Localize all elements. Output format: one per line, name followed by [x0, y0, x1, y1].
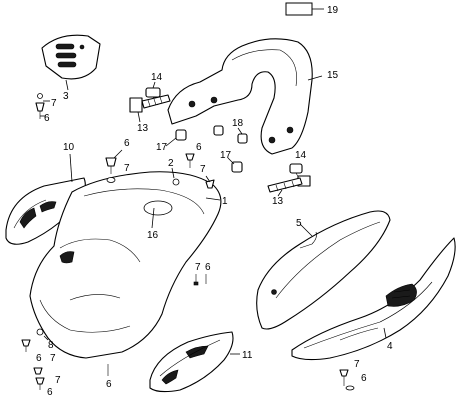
callout-6b: 6: [196, 142, 202, 153]
callout-17b: 17: [220, 150, 232, 161]
screw-set-lower-left: 8 6 7 7 6 6: [21, 328, 112, 398]
part-19-label-box: 19: [285, 2, 339, 16]
callout-19: 19: [327, 5, 339, 16]
callout-7f: 7: [55, 375, 61, 386]
callout-7a: 7: [51, 98, 57, 109]
callout-14a: 14: [151, 72, 163, 83]
callout-6d: 6: [205, 262, 211, 273]
spacer-set: 17 18 17: [156, 118, 248, 173]
callout-13b: 13: [272, 196, 284, 207]
callout-6g: 6: [106, 379, 112, 390]
callout-4: 4: [387, 341, 393, 352]
callout-6h: 6: [361, 373, 367, 384]
callout-8: 8: [48, 340, 54, 351]
callout-7c: 7: [124, 163, 130, 174]
part-5-long-side-cover: 5: [256, 210, 391, 330]
callout-10: 10: [63, 142, 75, 153]
part-15-grab-rail: 15: [167, 38, 339, 155]
bolt-set-right: 14 13: [267, 150, 311, 207]
screw-set-body-top: 2 6 7: [168, 142, 215, 189]
callout-3: 3: [63, 91, 69, 102]
callout-18: 18: [232, 118, 244, 129]
callout-5: 5: [296, 218, 302, 229]
callout-7b: 7: [200, 164, 206, 175]
callout-7e: 7: [50, 353, 56, 364]
callout-2: 2: [168, 158, 174, 169]
callout-7d: 7: [195, 262, 201, 273]
callout-13a: 13: [137, 123, 149, 134]
callout-6c: 6: [124, 138, 130, 149]
bolt-set-upper: 14 13: [129, 72, 171, 134]
part-11-lower-small-cover: 11: [149, 331, 253, 393]
screw-set-near-part-3: 7 6: [35, 93, 57, 124]
part-1-main-body-cover: 1 16: [29, 171, 228, 359]
screw-set-body-mid: 7 6: [193, 262, 211, 286]
callout-17a: 17: [156, 142, 168, 153]
screw-set-lower-right: 7 6: [339, 359, 367, 391]
callout-6e: 6: [36, 353, 42, 364]
callout-6a: 6: [44, 113, 50, 124]
callout-6f: 6: [47, 387, 53, 398]
callout-16: 16: [147, 230, 159, 241]
part-3-small-panel: 3: [41, 34, 101, 102]
screw-set-body-left: 6 7: [105, 138, 130, 183]
callout-11: 11: [242, 350, 253, 361]
callout-14b: 14: [295, 150, 307, 161]
callout-15: 15: [327, 70, 339, 81]
callout-1: 1: [222, 196, 228, 207]
part-4-lower-cover: 4: [291, 237, 456, 361]
callout-7g: 7: [354, 359, 360, 370]
